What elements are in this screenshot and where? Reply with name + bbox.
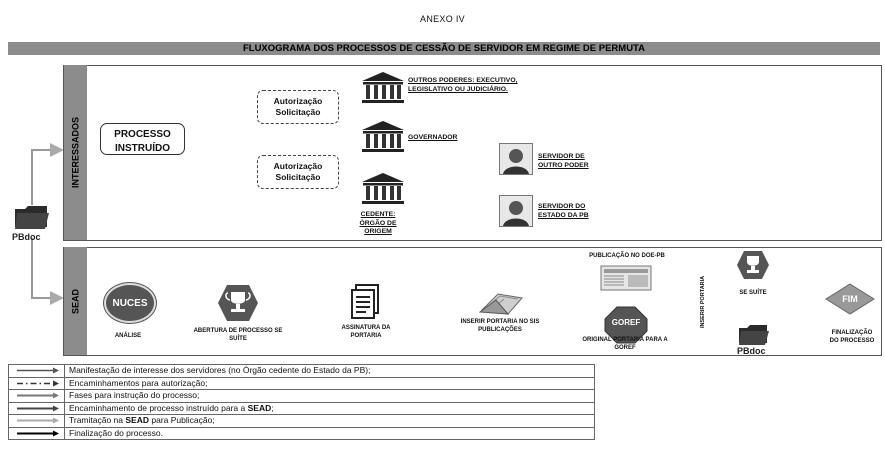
processo-instruido-box: PROCESSO INSTRUÍDO (100, 123, 185, 155)
servidor-estado-label: SERVIDOR DO ESTADO DA PB (538, 203, 589, 219)
person-icon-servidor-outro (499, 143, 533, 175)
legend-text-pre: Tramitação na (69, 415, 126, 426)
person-icon-servidor-estado (499, 195, 533, 227)
lane-interessados (63, 65, 882, 241)
finalizacao-label: FINALIZAÇÃO DO PROCESSO (829, 330, 875, 344)
legend-text: Encaminhamentos para autorização; (64, 376, 595, 390)
abertura-processo-label: ABERTURA DE PROCESSO SE SUÍTE (193, 328, 283, 342)
trophy-icon-abertura (218, 285, 258, 321)
cedente-label: CEDENTE: ÓRGÃO DE ORIGEM (359, 211, 397, 235)
analise-label: ANÁLISE (114, 333, 142, 339)
legend-text-pre: Encaminhamento de processo instruído par… (69, 402, 248, 413)
folder-icon (15, 206, 49, 229)
legend-row: Tramitação na SEAD para Publicação; (8, 414, 595, 428)
document-icon-assinatura (351, 284, 379, 319)
autorizacao-box-2: Autorização Solicitação (257, 155, 339, 189)
building-icon-governador (360, 120, 406, 154)
legend-row: Manifestação de interesse dos servidores… (8, 364, 595, 378)
legend-line-solid-gray (17, 392, 59, 399)
publicacao-doe-label: PUBLICAÇÃO NO DOE-PB (589, 253, 665, 259)
governador-label: GOVERNADOR (408, 134, 458, 141)
legend-row: Encaminhamentos para autorização; (8, 376, 595, 390)
fim-label: FIM (842, 294, 858, 304)
pbdoc-logo-left: PBdoc (12, 232, 41, 242)
fim-diamond (825, 283, 875, 315)
folder-icon-right (739, 325, 769, 345)
outros-poderes-label: OUTROS PODERES: EXECUTIVO, LEGISLATIVO O… (408, 77, 518, 93)
inserir-portaria-label: INSERIR PORTARIA NO SIS PUBLICAÇÕES (460, 319, 540, 333)
inserir-portaria-vertical-label: INSERIR PORTARIA (700, 275, 706, 329)
servidor-outro-poder-label: SERVIDOR DE OUTRO PODER (538, 153, 589, 169)
building-icon-cedente (360, 172, 406, 206)
lane-sead-label: SEAD (63, 247, 87, 355)
legend-line-solid-black (17, 430, 59, 437)
newspaper-icon-inserir (478, 293, 523, 315)
nuces-node: NUCES (104, 283, 156, 323)
se-suite-label: SE SUÍTE (739, 290, 767, 296)
diagram-title: FLUXOGRAMA DOS PROCESSOS DE CESSÃO DE SE… (8, 42, 880, 55)
legend-row: Finalização do processo. (8, 426, 595, 440)
newspaper-icon-doe (600, 265, 652, 291)
goref-stop-shape (604, 306, 648, 344)
lane-interessados-label: INTERESSADOS (63, 65, 87, 240)
goref-label: GOREF (611, 318, 641, 327)
legend-row: Encaminhamento de processo instruído par… (8, 401, 595, 415)
legend-line-dash-dot (17, 380, 59, 387)
legend-line-solid-dark2 (17, 405, 59, 412)
legend-text: Finalização do processo. (64, 426, 595, 440)
pbdoc-logo-right: PBdoc (737, 346, 766, 356)
legend-row: Fases para instrução do processo; (8, 389, 595, 403)
legend-line-solid-light (17, 417, 59, 424)
autorizacao-box-1: Autorização Solicitação (257, 90, 339, 124)
annex-label: ANEXO IV (420, 14, 465, 24)
legend-text-bold: SEAD (247, 402, 272, 413)
trophy-icon-se-suite (737, 251, 769, 279)
legend-text-bold: SEAD (125, 415, 149, 426)
legend-text: Encaminhamento de processo instruído par… (64, 401, 595, 415)
legend-table: Manifestação de interesse dos servidores… (8, 364, 595, 440)
legend-text: Manifestação de interesse dos servidores… (64, 364, 595, 378)
assinatura-portaria-label: ASSINATURA DA PORTARIA (341, 325, 391, 339)
legend-text-post: ; (271, 402, 274, 413)
legend-text-post: para Publicação; (149, 415, 215, 426)
building-icon-outros (360, 71, 406, 105)
legend-text: Tramitação na SEAD para Publicação; (64, 414, 595, 428)
original-portaria-label: ORIGINAL PORTARIA PARA A GOREF (582, 337, 668, 351)
legend-text: Fases para instrução do processo; (64, 389, 595, 403)
legend-line-solid-dark (17, 367, 59, 374)
